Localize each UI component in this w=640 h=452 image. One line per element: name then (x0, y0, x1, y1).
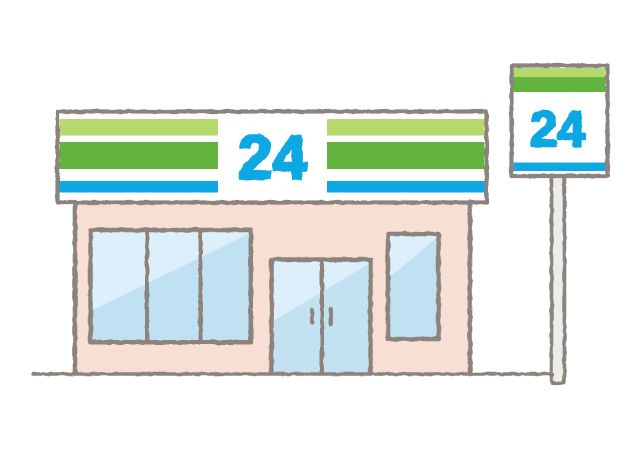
svg-text:24: 24 (238, 124, 307, 193)
svg-text:24: 24 (530, 101, 586, 157)
